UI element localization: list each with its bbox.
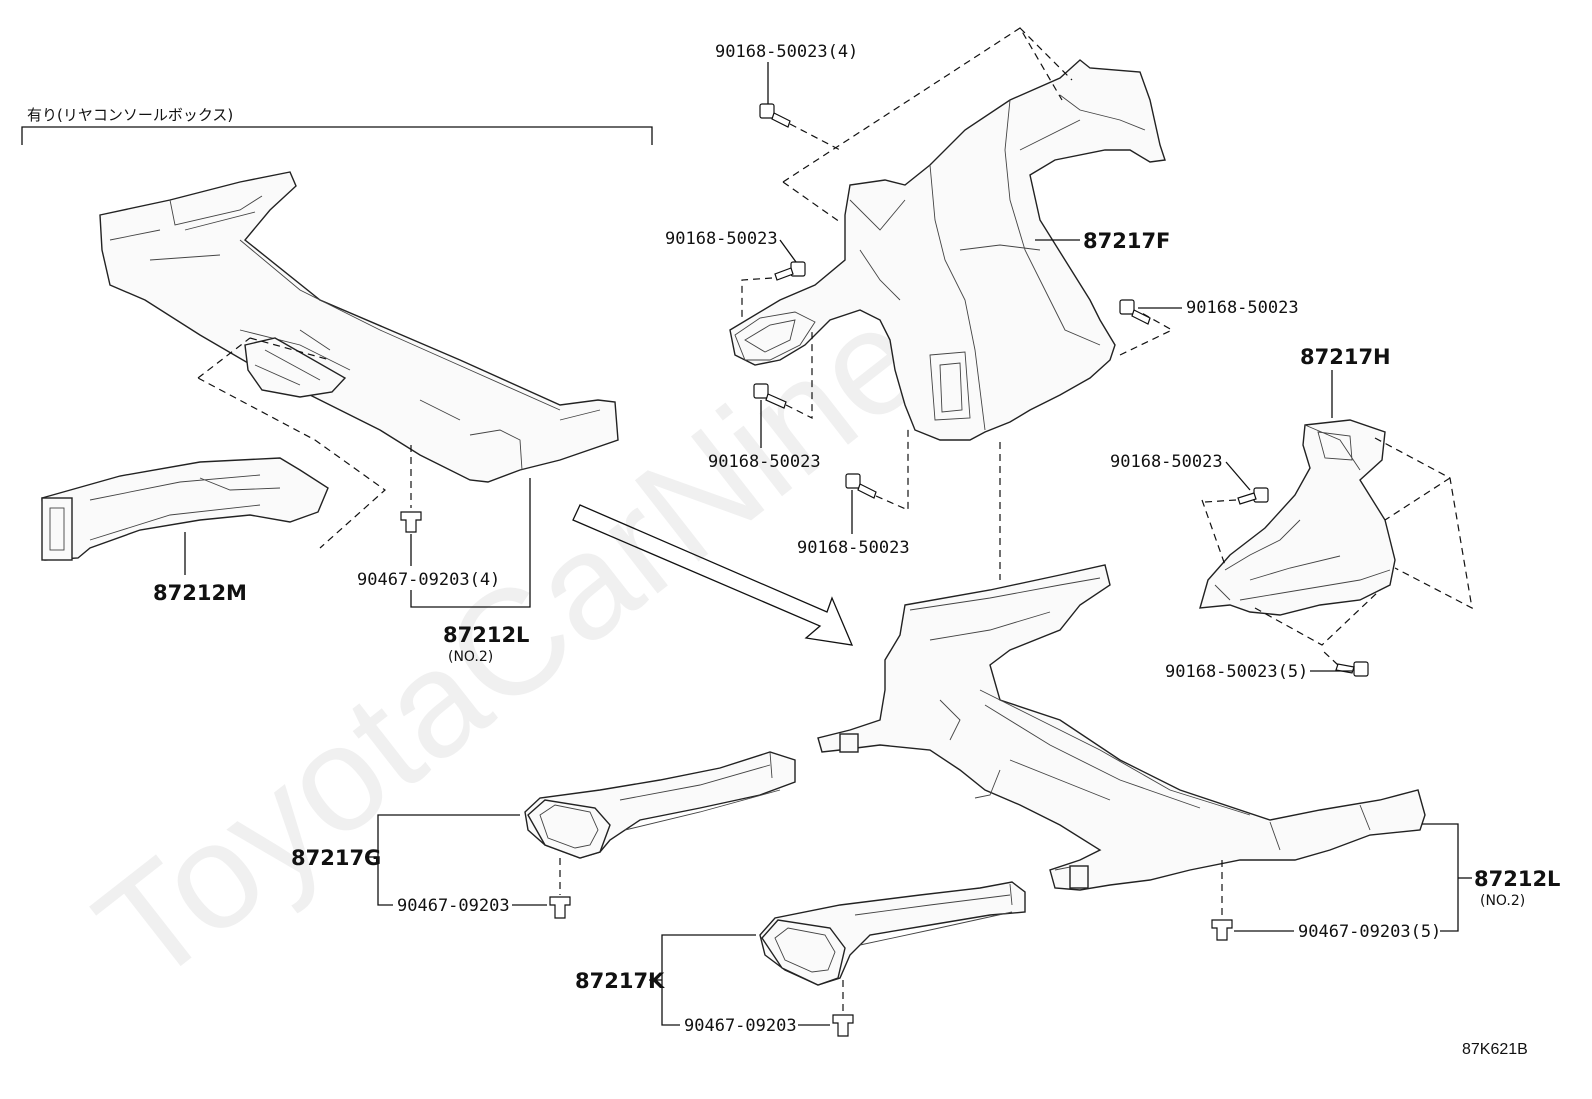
clip-icon-right: [1211, 919, 1233, 941]
header-bracket: [21, 126, 653, 145]
duct-87212L-left-drawing: [99, 171, 619, 483]
bracket-87217G: [377, 814, 520, 906]
part-label-87217H: 87217H: [1300, 345, 1391, 369]
leader-bolt-left-upper: [779, 239, 797, 263]
clip-label-k: 90467-09203: [684, 1016, 797, 1036]
duct-87212L-right-drawing: [817, 564, 1426, 891]
bolt-dash-h-lower: [1321, 649, 1339, 666]
box-outline-87217F: [782, 27, 1174, 356]
box-outline-left: [197, 337, 386, 549]
no2-label-left: (NO.2): [448, 649, 493, 665]
bolt-icon-h-upper: [1237, 487, 1269, 505]
duct-87217K-drawing: [759, 881, 1026, 986]
direction-arrow: [572, 504, 854, 646]
part-label-87217G: 87217G: [291, 846, 381, 870]
bolt-label-bottom-center: 90168-50023: [797, 538, 910, 558]
part-label-87217K: 87217K: [575, 969, 665, 993]
part-label-87217F: 87217F: [1083, 229, 1170, 253]
clip-icon-k: [832, 1014, 854, 1037]
part-label-87212L-left: 87212L: [443, 623, 529, 647]
part-label-87212L-right: 87212L: [1474, 867, 1560, 891]
bolt-icon-left-upper: [774, 261, 806, 281]
bolt-dash-top: [789, 123, 841, 151]
bracket-87212L-left: [410, 478, 531, 608]
clip-icon-g: [549, 896, 571, 919]
clip-label-left: 90467-09203(4): [357, 570, 500, 590]
bracket-87212L-right: [1422, 823, 1459, 932]
no2-label-right: (NO.2): [1480, 893, 1525, 909]
bolt-icon-bottom-center: [845, 473, 877, 499]
bolt-label-left-upper: 90168-50023: [665, 229, 778, 249]
bolt-dash-left-lower: [785, 330, 813, 419]
bolt-label-h-lower: 90168-50023(5): [1165, 662, 1308, 682]
bolt-icon-top: [759, 103, 791, 128]
bolt-dash-h-upper: [1204, 499, 1237, 503]
bolt-icon-left-lower: [753, 383, 787, 409]
bolt-icon-h-lower: [1335, 661, 1369, 677]
bolt-label-h-upper: 90168-50023: [1110, 452, 1223, 472]
part-label-87212M: 87212M: [153, 581, 247, 605]
duct-87217H-drawing: [1199, 419, 1396, 616]
bracket-87217K: [661, 934, 756, 1026]
header-note: 有り(リヤコンソールボックス): [27, 106, 233, 124]
clip-label-right: 90467-09203(5): [1298, 922, 1441, 942]
diagram-code: 87K621B: [1462, 1041, 1528, 1058]
duct-87212M-drawing: [41, 457, 329, 561]
leader-bolt-h-upper: [1225, 461, 1251, 491]
bolt-dash-left-upper: [741, 277, 773, 318]
box-outline-87217H: [1201, 437, 1473, 646]
bolt-icon-right-f: [1119, 299, 1151, 325]
bolt-label-right-f: 90168-50023: [1186, 298, 1299, 318]
duct-87217G-drawing: [524, 751, 796, 859]
bolt-label-top: 90168-50023(4): [715, 42, 858, 62]
clip-label-g: 90467-09203: [397, 896, 510, 916]
bolt-label-left-lower: 90168-50023: [708, 452, 821, 472]
clip-icon-left: [400, 511, 422, 533]
